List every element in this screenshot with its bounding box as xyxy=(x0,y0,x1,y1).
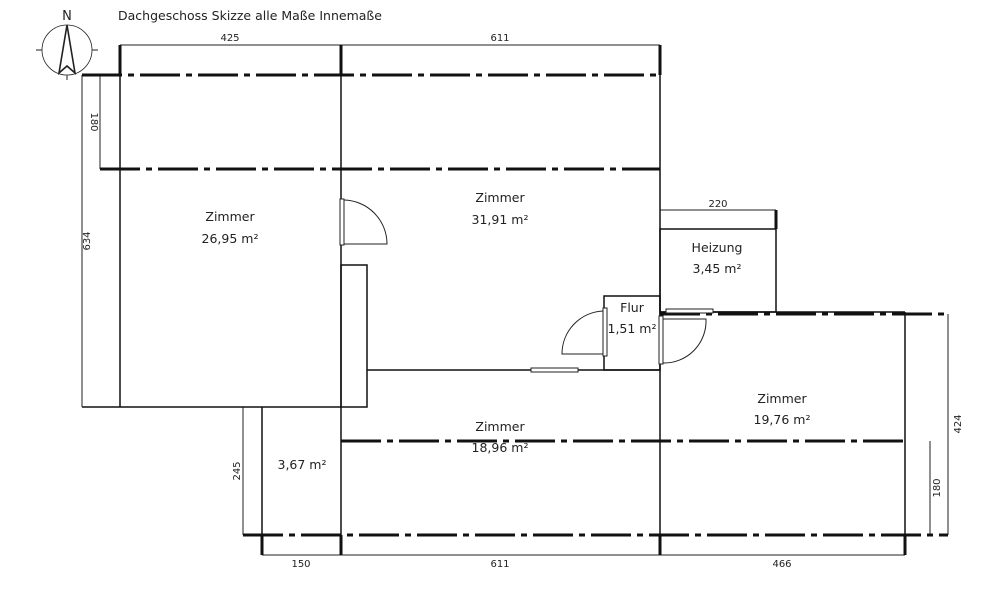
dim-label: 220 xyxy=(708,199,727,210)
room-name: Zimmer xyxy=(757,391,807,406)
room-area: 3,45 m² xyxy=(693,261,742,276)
dim-label: 180 xyxy=(88,112,99,131)
room-name: Zimmer xyxy=(475,190,525,205)
dim-label: 611 xyxy=(490,33,509,44)
room-area: 1,51 m² xyxy=(608,321,657,336)
walls xyxy=(82,75,906,535)
dim-label: 180 xyxy=(932,478,943,497)
dimension-lines xyxy=(81,44,949,556)
dim-label: 425 xyxy=(220,33,239,44)
dim-label: 150 xyxy=(291,559,310,570)
room-name: Zimmer xyxy=(205,209,255,224)
dim-label: 466 xyxy=(772,559,791,570)
compass-label: N xyxy=(62,9,72,24)
room-name: Zimmer xyxy=(475,419,525,434)
room-name: Heizung xyxy=(692,240,743,255)
dim-label: 245 xyxy=(232,461,243,480)
room-area: 19,76 m² xyxy=(754,412,811,427)
roof-slope-lines xyxy=(82,73,948,537)
room-area: 18,96 m² xyxy=(472,440,529,455)
doors xyxy=(339,198,714,373)
page-title: Dachgeschoss Skizze alle Maße Innemaße xyxy=(118,8,382,23)
compass-north-icon xyxy=(36,24,98,80)
room-area: 31,91 m² xyxy=(472,212,529,227)
room-name: Flur xyxy=(620,300,645,315)
dim-label: 611 xyxy=(490,559,509,570)
dim-label: 424 xyxy=(953,414,964,433)
dim-label: 634 xyxy=(82,231,93,250)
room-area: 3,67 m² xyxy=(278,457,327,472)
room-area: 26,95 m² xyxy=(202,231,259,246)
